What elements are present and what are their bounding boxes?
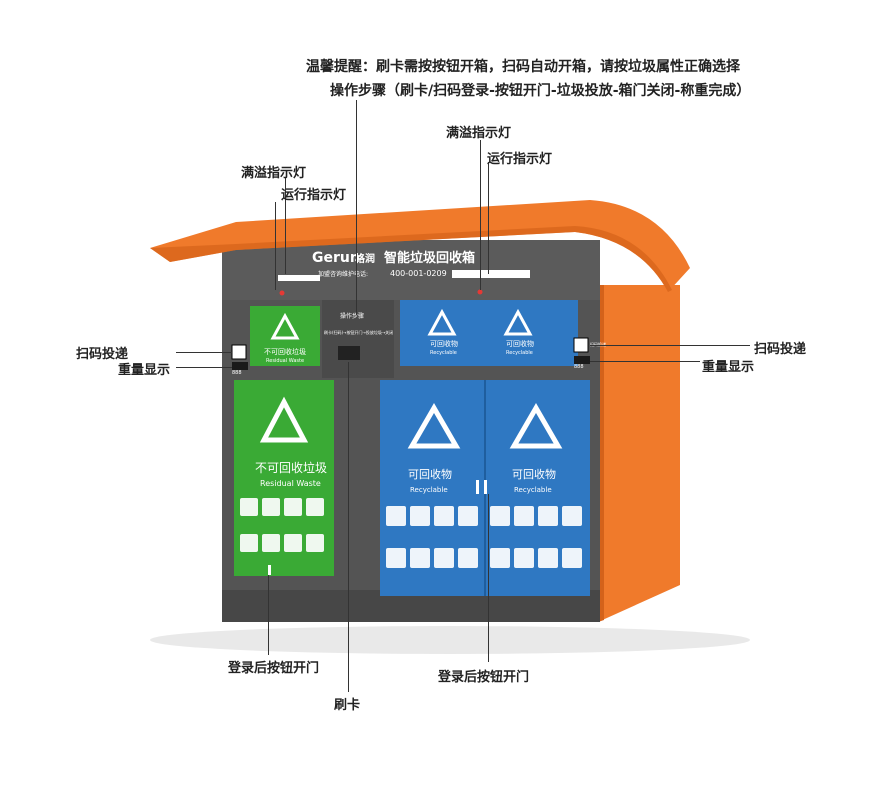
recyclable-label-top-en: Recyclable [430, 350, 457, 356]
hotline-number: 400-001-0209 [390, 269, 447, 278]
qr-code-left [231, 344, 247, 360]
recycle-icon [427, 308, 457, 336]
callout-scan-right: 扫码投递 [754, 342, 807, 357]
callout-card: 刷卡 [334, 698, 361, 713]
recyclable-label: 可回收物 [408, 467, 452, 481]
callout-overflow-light-right: 满溢指示灯 [446, 126, 512, 141]
door-handle-left [268, 565, 271, 575]
recycle-icon [407, 403, 461, 449]
residual-label-top: 不可回收垃圾 [264, 347, 306, 356]
callout-run-light-right: 运行指示灯 [487, 152, 553, 167]
recyclable-label-top: 可回收物 [506, 339, 534, 348]
door-handle-right [484, 480, 487, 494]
brand-logo: Gerun [312, 250, 360, 266]
run-light-left [279, 290, 285, 296]
recycle-icon [270, 312, 300, 340]
callout-weight-left: 重量显示 [118, 363, 171, 378]
recyclable-top-window [400, 300, 578, 366]
overflow-light-right [452, 270, 530, 278]
operation-panel [322, 300, 394, 378]
residual-label-top-en: Residual Waste [266, 358, 304, 364]
recycle-icon [509, 403, 563, 449]
run-light-right [477, 289, 483, 295]
callout-run-light-left: 运行指示灯 [281, 188, 347, 203]
qr-label-right: 扫码投递 [590, 341, 606, 347]
recyclable-label-top-en: Recyclable [506, 350, 533, 356]
product-name: 智能垃圾回收箱 [384, 250, 475, 266]
recycle-icon [259, 396, 309, 443]
weight-readout-left: 888 [232, 370, 242, 376]
door-handle-right [476, 480, 479, 494]
weight-readout-right: 888 [574, 364, 584, 370]
recyclable-label-en: Recyclable [410, 486, 448, 494]
callout-door-right: 登录后按钮开门 [438, 670, 530, 685]
residual-label: 不可回收垃圾 [255, 460, 327, 475]
hotline-label: 加盟咨询维护电话: [318, 270, 368, 278]
residual-label-en: Residual Waste [260, 479, 321, 488]
recyclable-label-en: Recyclable [514, 486, 552, 494]
recyclable-label-top: 可回收物 [430, 339, 458, 348]
weight-display-left [232, 362, 248, 370]
callout-door-left: 登录后按钮开门 [228, 661, 320, 676]
panel-title: 操作步骤 [340, 312, 364, 320]
brand-logo-cn: 格润 [355, 252, 375, 265]
steps-text: 操作步骤（刷卡/扫码登录-按钮开门-垃圾投放-箱门关闭-称重完成） [330, 83, 751, 99]
qr-code-right [573, 337, 589, 353]
card-reader [338, 346, 360, 360]
callout-scan-left: 扫码投递 [76, 347, 129, 362]
machine-side-panel [598, 285, 680, 622]
tip-text: 温馨提醒：刷卡需按按钮开箱，扫码自动开箱，请按垃圾属性正确选择 [306, 59, 740, 75]
recycle-icon [503, 308, 533, 336]
recyclable-label: 可回收物 [512, 467, 556, 481]
overflow-light-left [278, 275, 320, 281]
weight-display-right [574, 356, 590, 364]
callout-overflow-light-left: 满溢指示灯 [241, 166, 307, 181]
panel-steps: 刷卡(扫码)→按钮开门→投放垃圾→关闭 [324, 329, 393, 335]
callout-weight-right: 重量显示 [702, 360, 755, 375]
